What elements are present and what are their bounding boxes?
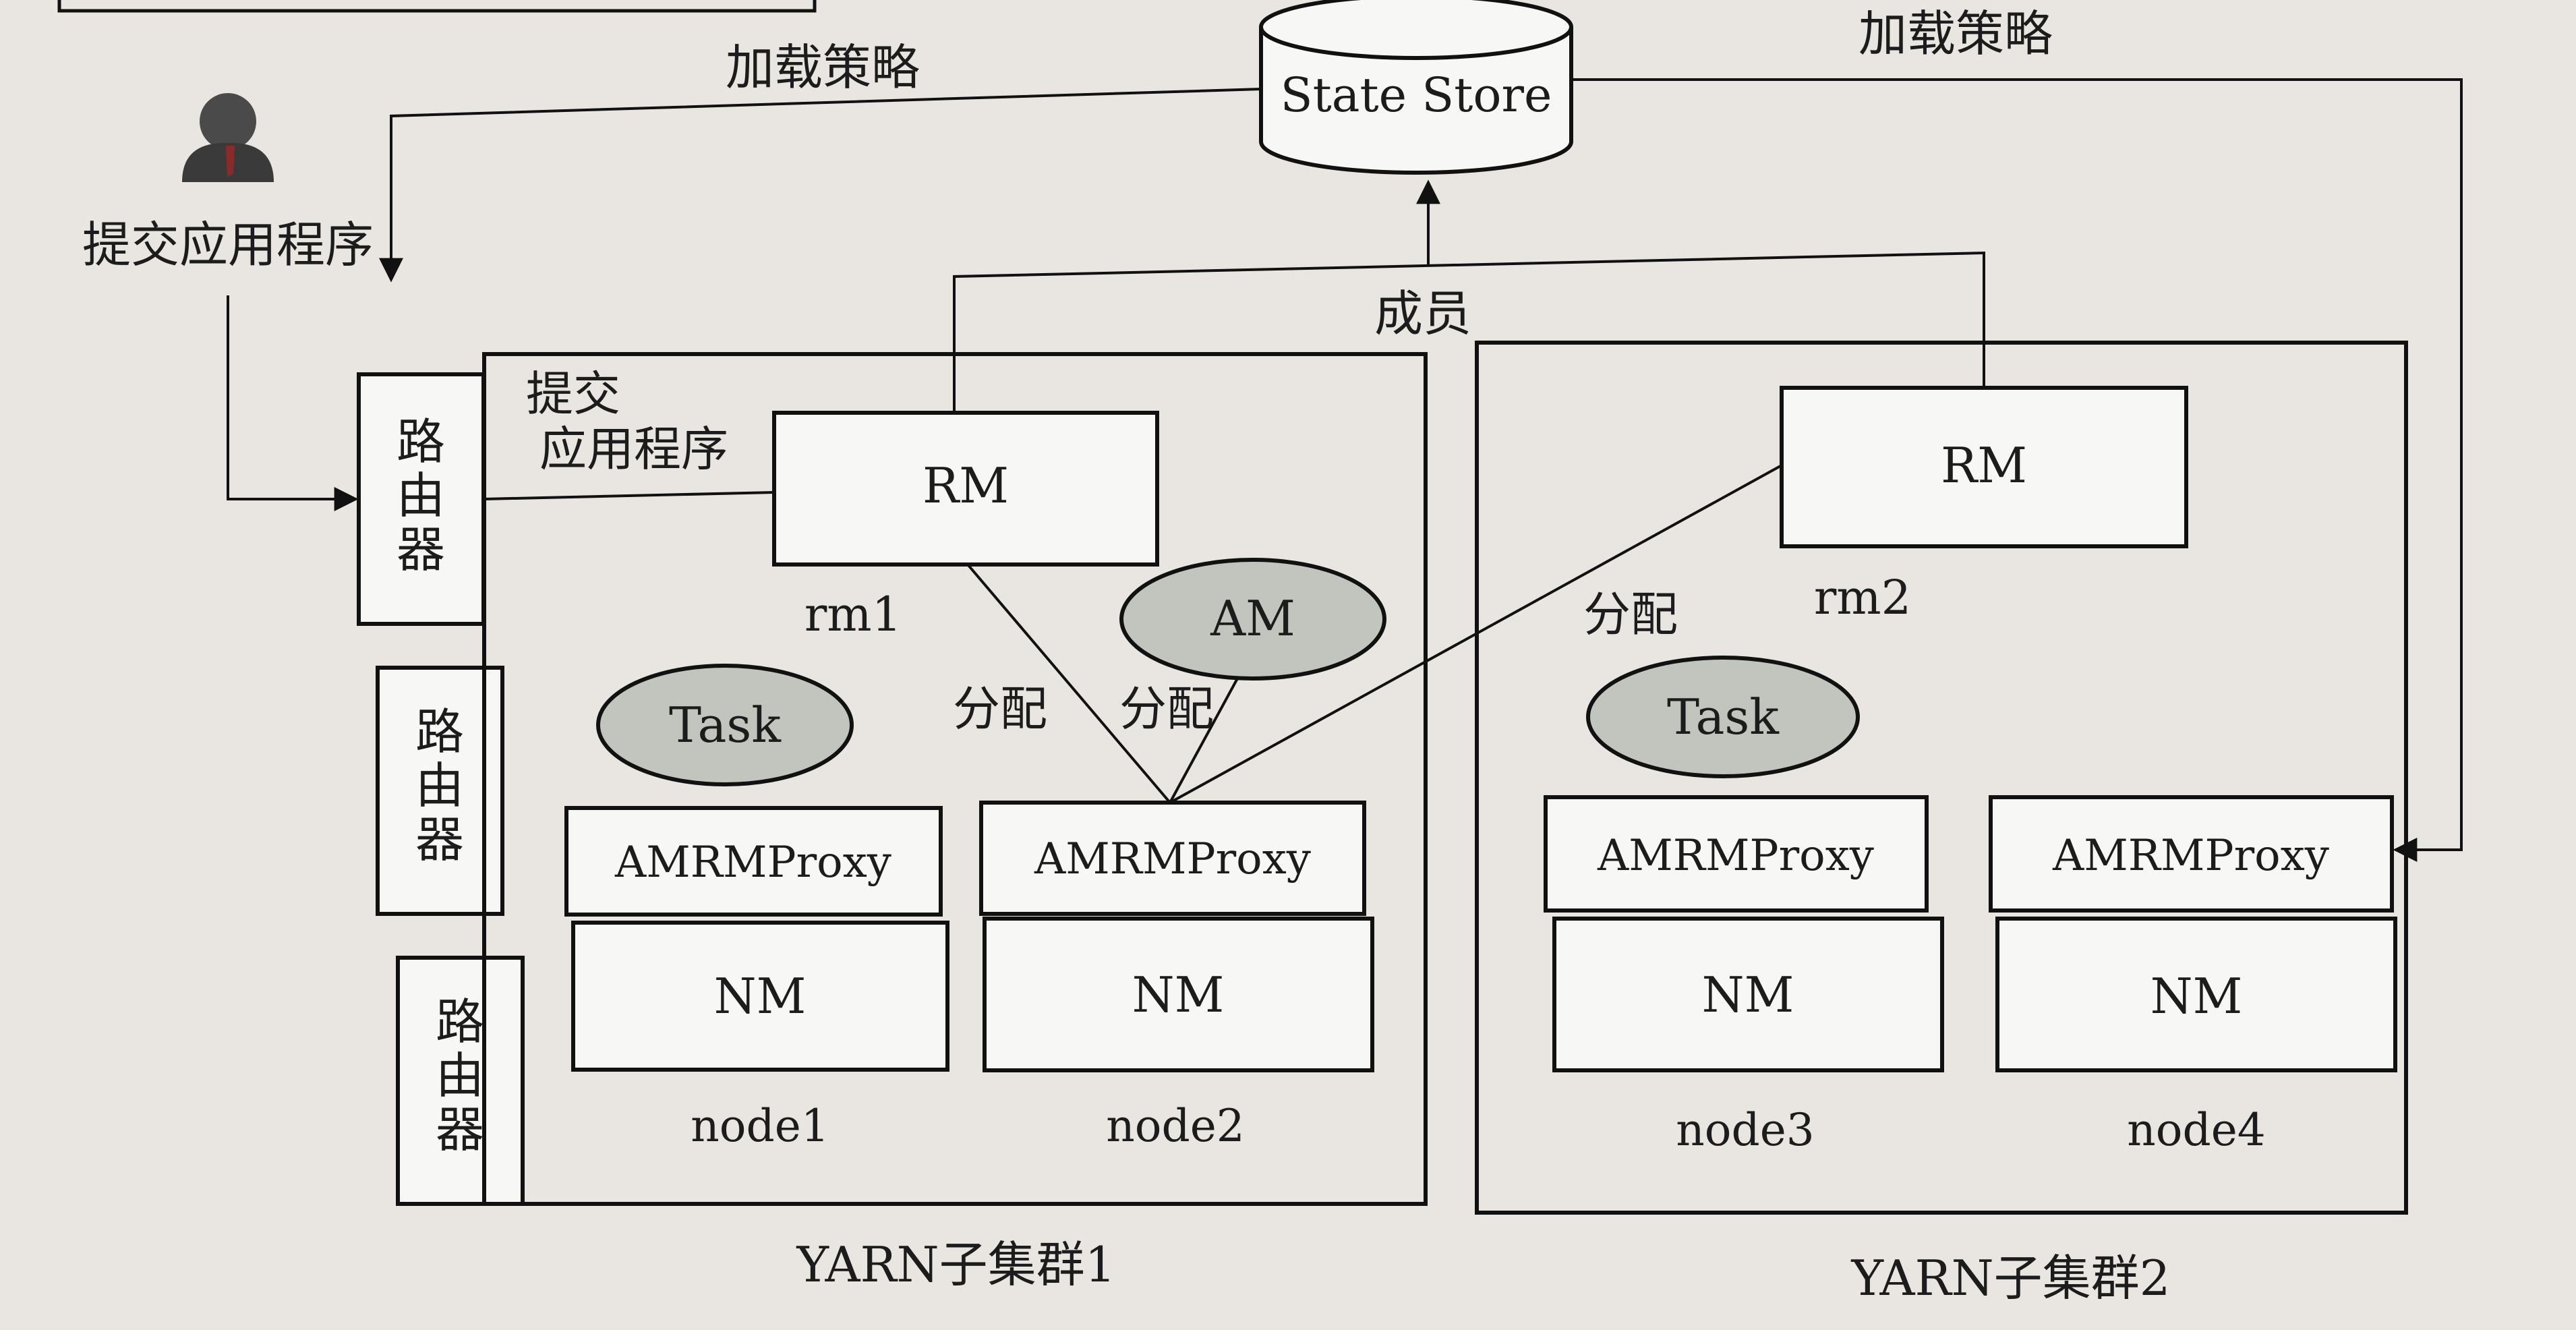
router-2-char-1: 路: [415, 703, 464, 760]
rm-1: RM: [772, 411, 1159, 567]
router-3-char-2: 由: [436, 1047, 484, 1104]
node2-label: node2: [1106, 1100, 1245, 1152]
amrmproxy-4: [1989, 795, 2394, 913]
yarn-subcluster-2: [1475, 341, 2408, 1215]
yarn-subcluster-1: [482, 352, 1428, 1206]
nm-3: [1552, 917, 1944, 1072]
am-node: AM: [1119, 558, 1386, 681]
nm-4-label: NM: [2150, 968, 2243, 1024]
allocate-line-rm1: [966, 563, 1171, 804]
amrmproxy-2-label: AMRMProxy: [1034, 834, 1311, 884]
allocate-label-1: 分配: [953, 681, 1047, 736]
amrmproxy-4-label: AMRMProxy: [2052, 831, 2329, 881]
router-2-char-3: 器: [415, 811, 464, 868]
task-node-2: Task: [1586, 656, 1860, 778]
submit-app-inner-label-2: 应用程序: [539, 422, 728, 477]
load-policy-right-label: 加载策略: [1858, 5, 2053, 62]
nm-3-label: NM: [1702, 966, 1794, 1023]
router-3-char-3: 器: [436, 1101, 484, 1158]
nm-2: [983, 917, 1374, 1072]
cluster-2-label: YARN子集群2: [1851, 1250, 2171, 1306]
nm-2-label: NM: [1132, 966, 1225, 1023]
rm-2: RM: [1780, 386, 2188, 548]
allocate-label-2: 分配: [1119, 681, 1214, 736]
load-policy-right-line: [1571, 78, 2463, 862]
nm-1-label: NM: [714, 968, 807, 1024]
node4-label: node4: [2127, 1104, 2266, 1156]
rm-2-label: RM: [1941, 437, 2027, 494]
submit-app-line: [227, 295, 359, 511]
am-label: AM: [1210, 590, 1295, 647]
router-2-char-2: 由: [415, 757, 464, 814]
nm-1: [571, 921, 949, 1072]
router-1-char-1: 路: [397, 413, 445, 470]
amrmproxy-3: [1544, 795, 1929, 913]
submit-app-inner-label-1: 提交: [526, 366, 620, 422]
rm2-label: rm2: [1814, 570, 1911, 625]
top-frame-edge: [57, 0, 817, 13]
load-policy-left-label: 加载策略: [726, 39, 920, 96]
allocate-line-am: [1169, 678, 1239, 803]
node-1: AMRMProxy NM node1: [564, 806, 949, 1152]
node3-label: node3: [1676, 1104, 1815, 1156]
amrmproxy-2: [979, 801, 1366, 916]
node-2: AMRMProxy NM node2: [979, 801, 1374, 1152]
membership-label: 成员: [1374, 285, 1471, 342]
submit-app-user-label: 提交应用程序: [82, 216, 374, 273]
task-1-label: Task: [669, 697, 782, 753]
amrmproxy-1-label: AMRMProxy: [614, 838, 891, 888]
router-3: 路 由 器: [396, 956, 525, 1206]
node-4: AMRMProxy NM node4: [1989, 795, 2397, 1156]
router-1-char-3: 器: [397, 521, 445, 578]
router-1-char-2: 由: [397, 467, 445, 524]
router-2: 路 由 器: [376, 666, 504, 916]
rm-1-label: RM: [923, 457, 1009, 514]
amrmproxy-3-label: AMRMProxy: [1597, 831, 1874, 881]
cluster-1-label: YARN子集群1: [796, 1236, 1116, 1293]
membership-line: [953, 251, 1985, 413]
task-node-1: Task: [596, 664, 854, 786]
node1-label: node1: [691, 1100, 829, 1152]
nm-4: [1995, 917, 2397, 1072]
router-1: 路 由 器: [357, 372, 486, 626]
load-policy-left-line: [379, 88, 1262, 283]
node-3: AMRMProxy NM node3: [1544, 795, 1944, 1156]
rm1-label: rm1: [804, 587, 902, 642]
router-3-char-1: 路: [436, 993, 484, 1050]
amrmproxy-1: [564, 806, 943, 917]
task-2-label: Task: [1667, 689, 1780, 745]
state-store-label: State Store: [1281, 67, 1552, 123]
user-icon: [182, 93, 274, 182]
allocate-label-3: 分配: [1583, 587, 1678, 642]
router-to-rm-line: [483, 491, 775, 500]
state-store: State Store: [1259, 0, 1573, 175]
